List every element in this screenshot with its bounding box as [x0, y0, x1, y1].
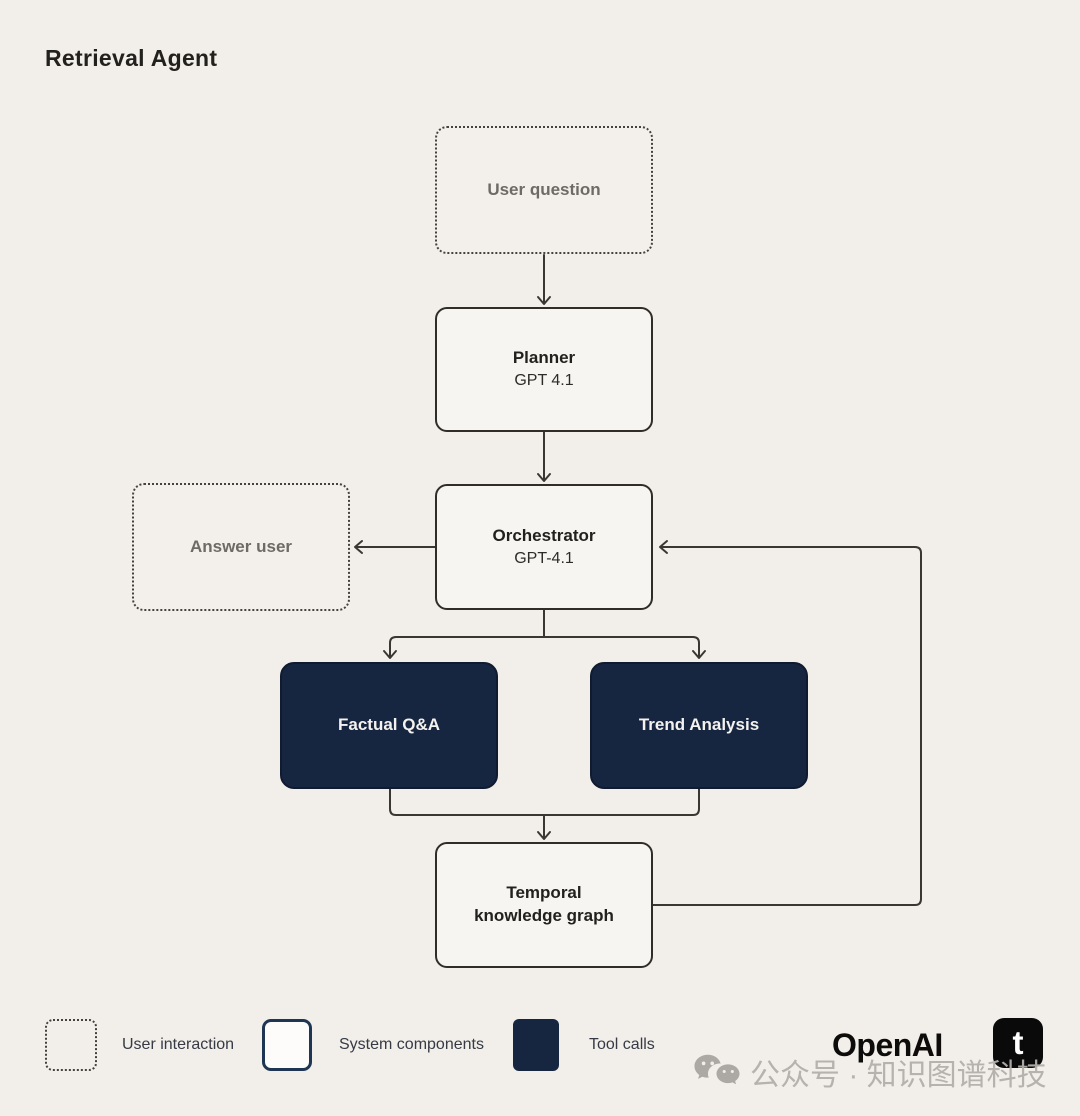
node-orchestrator: Orchestrator GPT-4.1: [435, 484, 653, 610]
node-planner-subtitle: GPT 4.1: [514, 372, 574, 390]
node-factual-qa-label: Factual Q&A: [337, 715, 441, 735]
legend-swatch-system-components: [262, 1019, 312, 1071]
node-orchestrator-title: Orchestrator: [492, 525, 596, 545]
watermark: 公众号 · 知识图谱科技: [694, 1050, 1047, 1094]
node-orchestrator-subtitle: GPT-4.1: [514, 549, 574, 567]
node-planner-title: Planner: [512, 348, 576, 368]
openai-logo: OpenAI: [832, 1027, 943, 1063]
legend-swatch-user-interaction: [45, 1019, 97, 1071]
node-factual-qa: Factual Q&A: [280, 662, 498, 789]
node-user-question: User question: [435, 126, 653, 254]
node-trend-analysis: Trend Analysis: [590, 662, 808, 789]
legend-label-system-components: System components: [339, 1036, 484, 1053]
wechat-icon: [694, 1052, 740, 1092]
node-trend-analysis-label: Trend Analysis: [638, 715, 760, 735]
node-answer-user-label: Answer user: [189, 536, 293, 556]
legend-label-tool-calls: Tool calls: [589, 1036, 655, 1053]
node-answer-user: Answer user: [132, 483, 350, 611]
watermark-text: 公众号 · 知识图谱科技: [750, 1059, 1047, 1092]
node-temporal-knowledge-graph-label: Temporal knowledge graph: [474, 883, 614, 925]
node-planner: Planner GPT 4.1: [435, 307, 653, 432]
page-title: Retrieval Agent: [45, 45, 218, 71]
t-logo-letter: t: [1012, 1024, 1024, 1061]
legend-label-user-interaction: User interaction: [122, 1036, 235, 1053]
node-user-question-label: User question: [487, 179, 601, 199]
t-logo: t: [993, 1018, 1043, 1068]
node-temporal-knowledge-graph: Temporal knowledge graph: [435, 842, 653, 968]
legend-swatch-tool-calls: [513, 1019, 559, 1071]
